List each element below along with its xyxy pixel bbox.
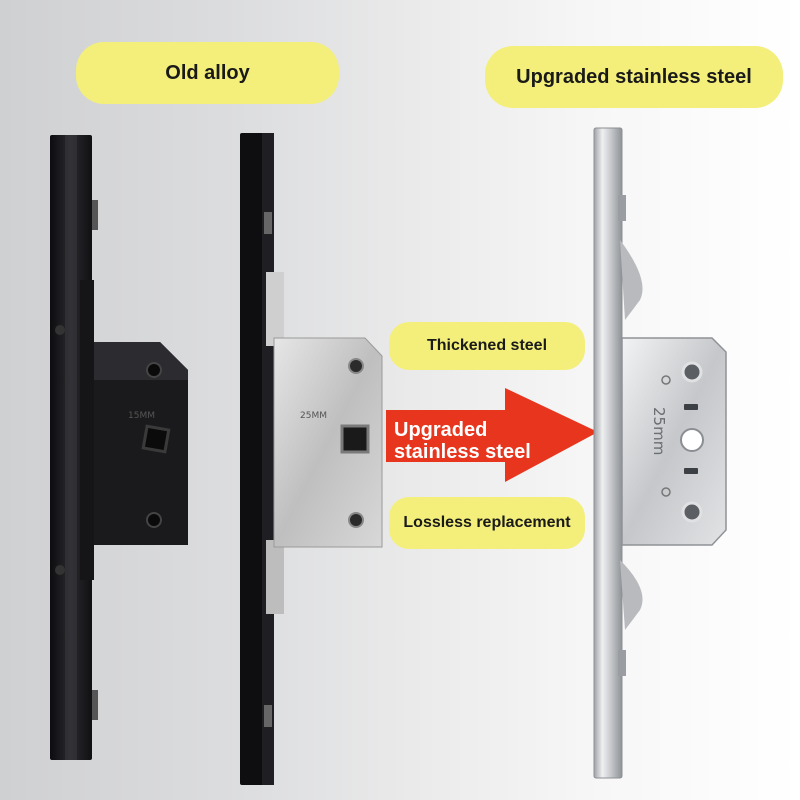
middle-alloy-lock: 25MM xyxy=(240,133,383,785)
thickened-steel-label: Thickened steel xyxy=(389,322,585,370)
old-alloy-label: Old alloy xyxy=(76,42,339,104)
new-width-engraving: 25mm xyxy=(650,407,668,455)
lossless-replacement-label: Lossless replacement xyxy=(389,497,585,549)
right-arrow-icon xyxy=(386,388,598,482)
stainless-steel-lock: 25mm xyxy=(593,127,727,779)
old-width-engraving: 15MM xyxy=(128,411,155,421)
arrow-label: Upgraded stainless steel xyxy=(394,419,531,464)
mid-width-engraving: 25MM xyxy=(300,411,327,421)
upgraded-steel-title: Upgraded stainless steel xyxy=(485,46,783,108)
old-alloy-lock: 15MM xyxy=(50,135,188,760)
